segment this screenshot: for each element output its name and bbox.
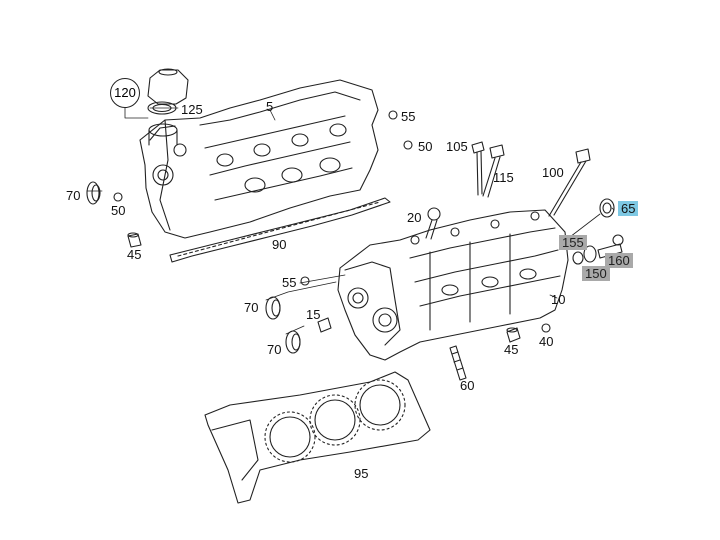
plug-45-b — [506, 327, 521, 343]
cap-120 — [147, 68, 189, 105]
part-label-160-highlighted: 160 — [605, 253, 633, 268]
part-label-90: 90 — [272, 237, 287, 252]
plug-45-a — [127, 232, 142, 248]
part-label-150-highlighted: 150 — [582, 266, 610, 281]
bolt-115 — [482, 144, 505, 198]
part-label-40: 40 — [539, 334, 554, 349]
part-label-55-upper: 55 — [401, 109, 416, 124]
plug-15 — [317, 317, 332, 333]
head-gasket-95 — [204, 371, 431, 504]
part-label-70-lower: 70 — [267, 342, 282, 357]
part-label-5: 5 — [266, 99, 274, 114]
cylinder-head-lower — [337, 209, 569, 361]
part-label-70-upper: 70 — [66, 188, 81, 203]
part-label-65-highlighted: 65 — [618, 201, 639, 216]
bolt-20 — [425, 207, 441, 240]
cylinder-head-upper — [139, 79, 379, 239]
part-label-20: 20 — [407, 210, 422, 225]
part-label-95: 95 — [354, 466, 369, 481]
parts-150-155-160 — [572, 234, 624, 265]
bolt-100 — [548, 148, 591, 217]
part-label-45-left: 45 — [127, 247, 142, 262]
part-label-125: 125 — [181, 102, 203, 117]
part-label-105: 105 — [446, 139, 468, 154]
part-label-50-upper: 50 — [418, 139, 433, 154]
seal-65 — [599, 198, 615, 218]
bolt-105 — [471, 141, 485, 196]
part-label-115: 115 — [493, 170, 514, 185]
part-label-45-right: 45 — [504, 342, 519, 357]
part-label-15: 15 — [306, 307, 321, 322]
part-label-10: 10 — [551, 292, 566, 307]
part-label-50-left: 50 — [111, 203, 126, 218]
part-label-120: 120 — [110, 78, 140, 108]
part-label-155-highlighted: 155 — [559, 235, 587, 250]
stud-60 — [449, 345, 467, 381]
part-label-55-lower: 55 — [282, 275, 297, 290]
part-label-60: 60 — [460, 378, 475, 393]
seal-70-c — [285, 330, 301, 354]
part-label-100: 100 — [542, 165, 564, 180]
gasket-90 — [169, 197, 391, 263]
leader-lines — [86, 107, 615, 335]
part-label-70-middle: 70 — [244, 300, 259, 315]
seal-70-a — [86, 181, 101, 205]
seal-70-b — [265, 296, 281, 320]
